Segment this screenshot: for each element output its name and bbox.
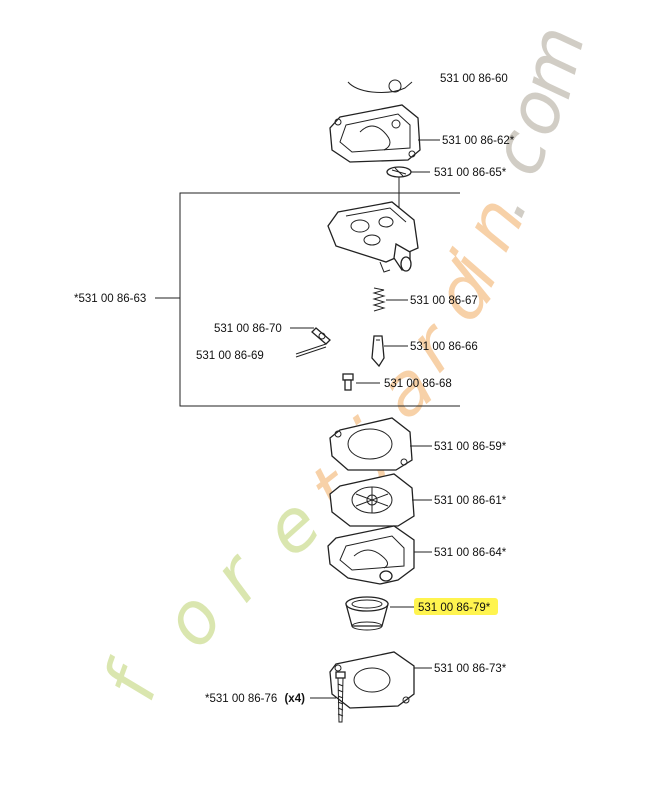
part-79-cup: 531 00 86-79* xyxy=(345,596,498,631)
label-64: 531 00 86-64* xyxy=(434,547,507,559)
label-62: 531 00 86-62* xyxy=(442,135,515,147)
watermark-letter: o xyxy=(145,577,239,661)
label-66: 531 00 86-66 xyxy=(410,341,478,353)
label-76: *531 00 86-76 (x4) xyxy=(205,693,305,705)
part-73-plate: 531 00 86-73* xyxy=(329,651,507,709)
watermark-letter: f xyxy=(87,649,178,711)
part-70-lever: 531 00 86-70 xyxy=(214,323,331,345)
label-69: 531 00 86-69 xyxy=(196,350,264,362)
label-65: 531 00 86-65* xyxy=(434,167,507,179)
assembly-bracket-63: *531 00 86-63 xyxy=(74,192,460,407)
label-63: *531 00 86-63 xyxy=(74,293,146,305)
label-top-partial: 531 00 86-60 xyxy=(440,73,508,85)
label-70: 531 00 86-70 xyxy=(214,323,282,335)
part-76-screw: *531 00 86-76 (x4) xyxy=(205,671,346,723)
part-67-spring: 531 00 86-67 xyxy=(372,287,478,312)
part-68-screw: 531 00 86-68 xyxy=(342,373,452,391)
part-61-diaphragm: 531 00 86-61* xyxy=(329,473,507,527)
label-76-qty: (x4) xyxy=(284,693,305,705)
label-79-highlight xyxy=(414,598,498,615)
label-67: 531 00 86-67 xyxy=(410,295,478,307)
part-66-needle: 531 00 86-66 xyxy=(371,335,478,368)
part-65-screen: 531 00 86-65* xyxy=(386,166,507,179)
part-top-partial: 531 00 86-60 xyxy=(347,73,508,93)
label-59: 531 00 86-59* xyxy=(434,441,507,453)
part-59-gasket: 531 00 86-59* xyxy=(329,417,507,471)
part-69-shaft: 531 00 86-69 xyxy=(196,343,327,362)
label-73: 531 00 86-73* xyxy=(434,663,507,675)
part-carburetor-body xyxy=(327,177,419,273)
part-64-cover: 531 00 86-64* xyxy=(327,525,507,585)
label-61: 531 00 86-61* xyxy=(434,495,507,507)
label-68: 531 00 86-68 xyxy=(384,378,452,390)
label-79: 531 00 86-79* xyxy=(418,602,491,614)
part-62-pump-cover: 531 00 86-62* xyxy=(329,104,515,163)
label-76-number: *531 00 86-76 xyxy=(205,693,277,705)
